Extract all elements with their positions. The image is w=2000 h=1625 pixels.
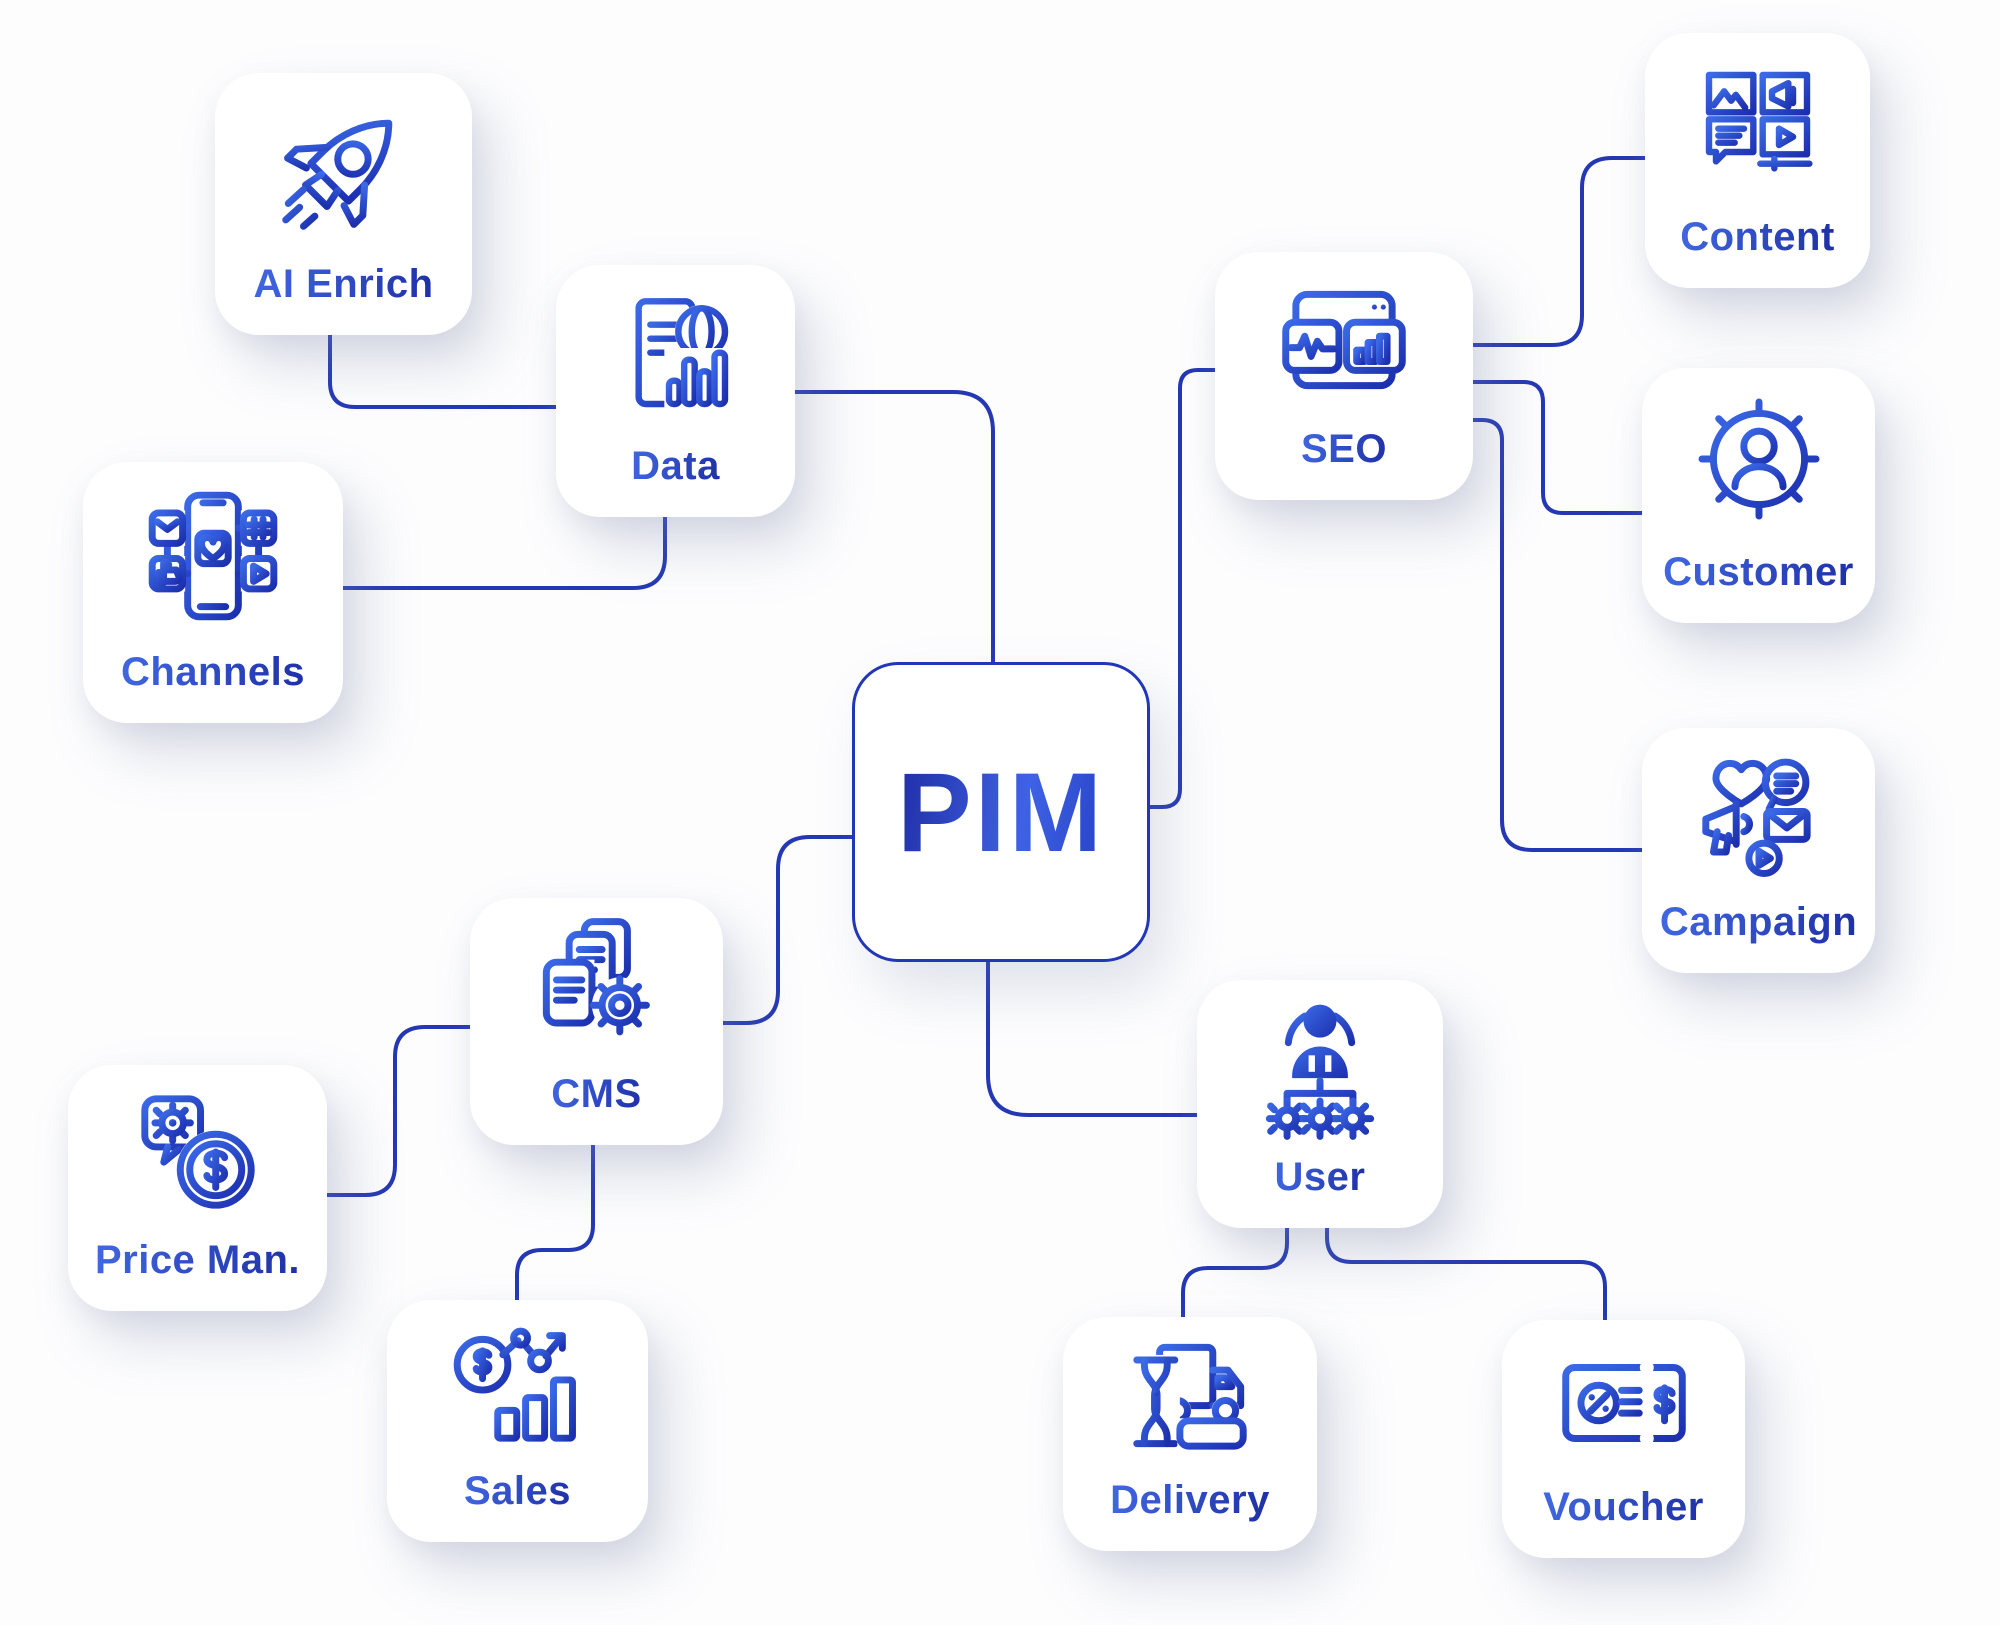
node-card-cms: CMS	[470, 898, 723, 1145]
connector-channels-data	[341, 515, 667, 590]
connector-pim-cms	[721, 835, 854, 1025]
rocket-icon	[215, 73, 472, 262]
node-card-ai-enrich: AI Enrich	[215, 73, 472, 335]
node-label-seo: SEO	[1301, 427, 1387, 471]
connector-seo-customer	[1471, 380, 1644, 515]
node-card-customer: Customer	[1642, 368, 1875, 623]
node-label-data: Data	[631, 444, 720, 488]
node-card-sales: Sales	[387, 1300, 648, 1542]
connector-seo-content	[1471, 156, 1647, 347]
connector-seo-campaign	[1471, 418, 1644, 852]
social-channels-phone-icon	[83, 462, 343, 650]
node-label-customer: Customer	[1663, 550, 1854, 594]
node-label-cms: CMS	[551, 1072, 642, 1116]
node-label-channels: Channels	[120, 650, 306, 694]
node-card-data: Data	[556, 265, 795, 517]
connector-pim-seo	[1148, 368, 1217, 809]
price-management-icon	[68, 1065, 327, 1238]
node-label-user: User	[1274, 1155, 1366, 1199]
connector-cms-sales	[515, 1143, 595, 1302]
node-card-delivery: Delivery	[1063, 1317, 1317, 1551]
campaign-megaphone-icon	[1642, 728, 1875, 900]
pim-center-node: PIM	[852, 662, 1150, 962]
connector-ai-enrich-data	[328, 333, 558, 409]
connector-price-man-cms	[325, 1025, 472, 1197]
seo-analytics-browser-icon	[1215, 252, 1473, 427]
pim-center-label: PIM	[896, 749, 1106, 875]
node-label-voucher: Voucher	[1543, 1485, 1704, 1529]
node-label-price-man: Price Man.	[94, 1238, 301, 1282]
connector-user-voucher	[1325, 1226, 1607, 1322]
node-card-user: User	[1197, 980, 1443, 1228]
data-report-globe-icon	[556, 265, 795, 444]
node-label-campaign: Campaign	[1659, 900, 1858, 944]
user-roles-gears-icon	[1197, 980, 1443, 1155]
node-card-content: Content	[1645, 33, 1870, 288]
connector-user-delivery	[1181, 1226, 1289, 1319]
node-label-ai-enrich: AI Enrich	[253, 262, 434, 306]
customer-gear-person-icon	[1642, 368, 1875, 550]
node-card-seo: SEO	[1215, 252, 1473, 500]
delivery-truck-hourglass-icon	[1063, 1317, 1317, 1478]
node-card-channels: Channels	[83, 462, 343, 723]
voucher-coupon-icon	[1502, 1320, 1745, 1485]
content-media-grid-icon	[1645, 33, 1870, 215]
connector-data-pim	[793, 390, 995, 664]
node-card-campaign: Campaign	[1642, 728, 1875, 973]
node-label-sales: Sales	[463, 1469, 572, 1513]
node-card-price-man: Price Man.	[68, 1065, 327, 1311]
connector-pim-user	[986, 960, 1199, 1117]
node-label-content: Content	[1680, 215, 1835, 259]
sales-growth-chart-icon	[387, 1300, 648, 1469]
node-label-delivery: Delivery	[1110, 1478, 1270, 1522]
node-card-voucher: Voucher	[1502, 1320, 1745, 1558]
cms-documents-gear-icon	[470, 898, 723, 1072]
